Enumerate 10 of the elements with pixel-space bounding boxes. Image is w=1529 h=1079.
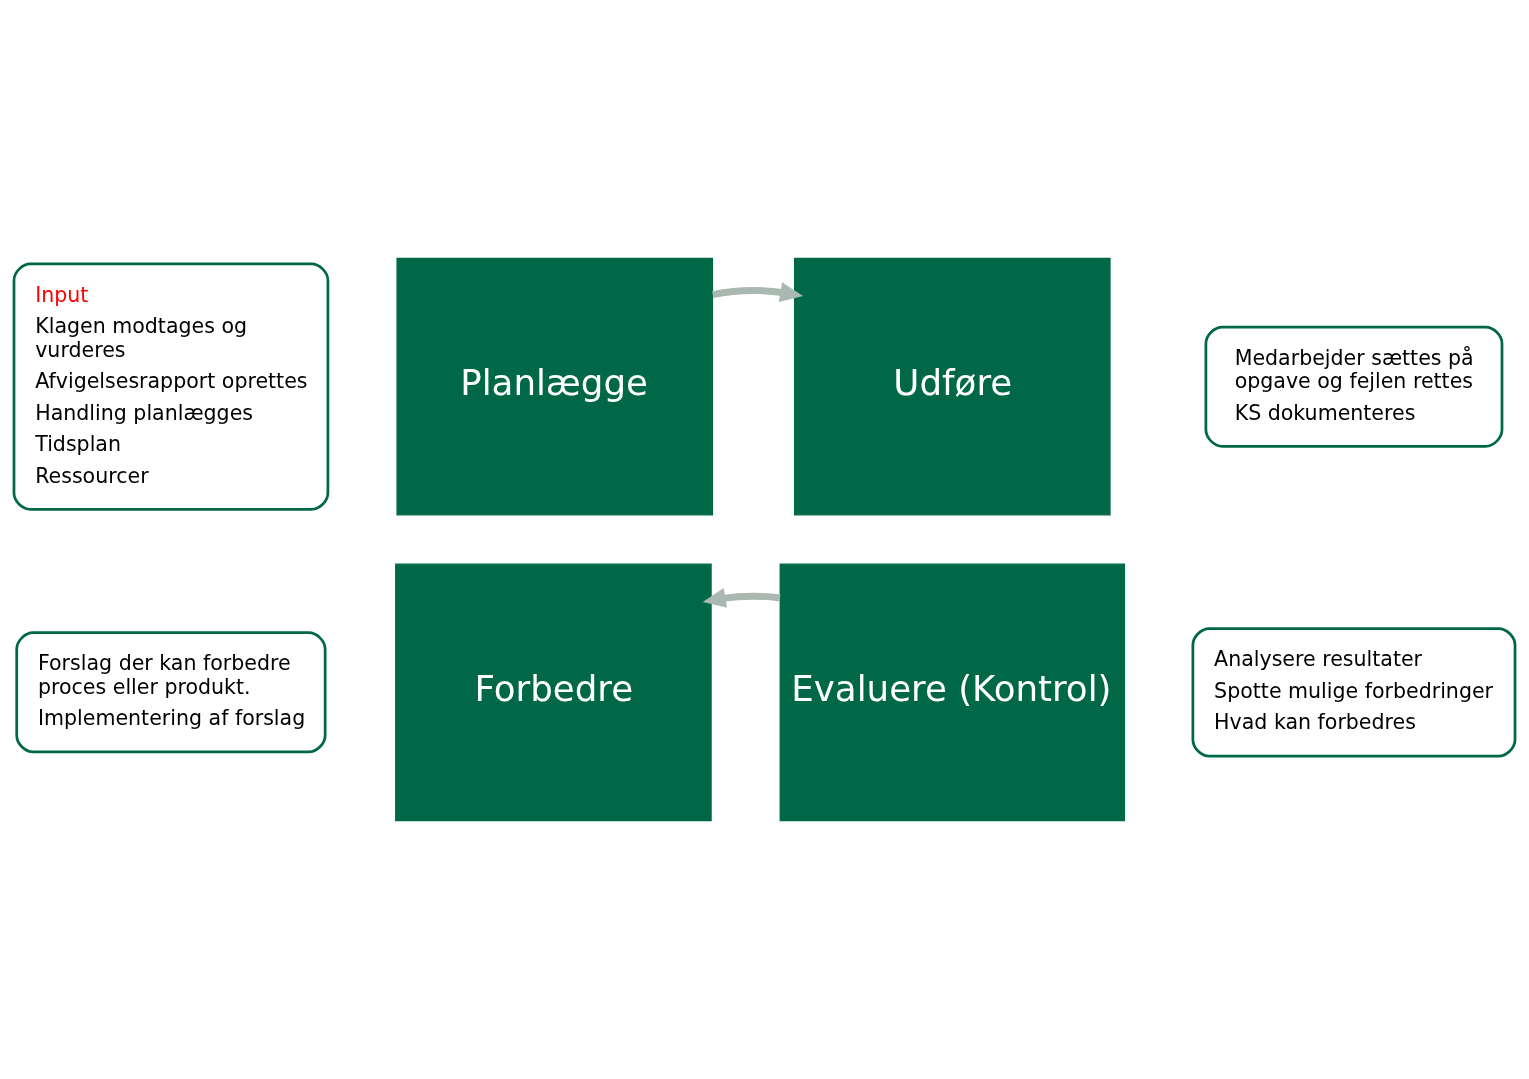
- node-box: Forslag der kan forbedre proces eller produkt. Implementering af forslag: [15, 631, 327, 754]
- node-box: Input Klagen modtages og vurderes Afvigelsesrapport oprettes Handling planlægges Tidsplan Ressourcer: [12, 262, 330, 511]
- node-box: Forbedre: [395, 563, 712, 822]
- arrow: [702, 588, 781, 608]
- node-box: Medarbejder sættes på opgave og fejlen rettes KS dokumenteres: [1204, 325, 1504, 448]
- arrow: [712, 282, 804, 303]
- node-box: Udføre: [793, 257, 1111, 516]
- node-box: Analysere resultater Spotte mulige forbedringer Hvad kan forbedres: [1191, 627, 1517, 758]
- node-box: Planlægge: [396, 257, 714, 516]
- node-box: Evaluere (Kontrol): [779, 563, 1126, 822]
